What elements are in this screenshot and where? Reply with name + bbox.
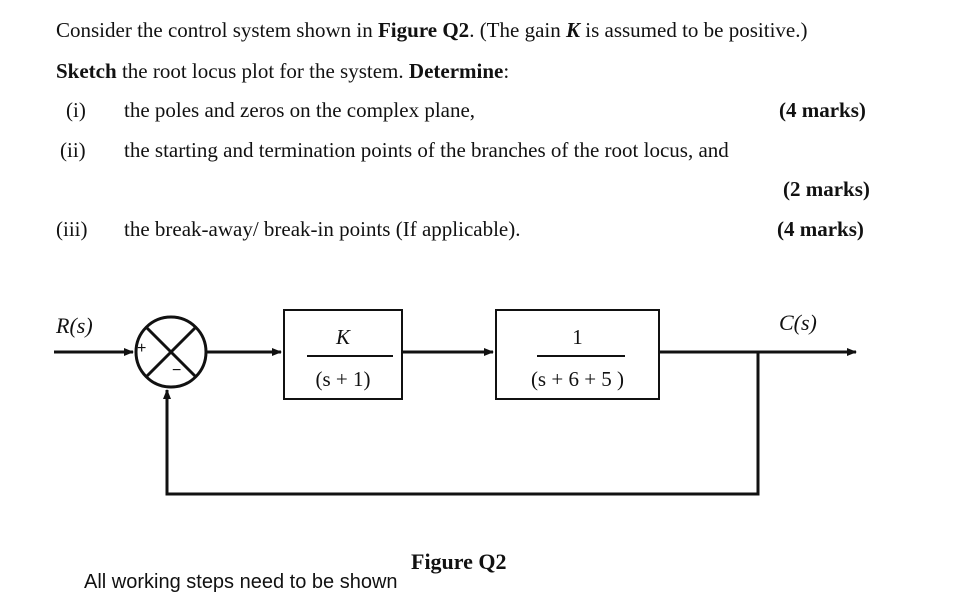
item-number: (iii) <box>56 217 88 241</box>
block2-denominator: (s + 6 + 5 ) <box>530 367 625 391</box>
intro-mid: . (The gain <box>469 18 566 42</box>
output-label: C(s) <box>779 310 817 335</box>
task-verb: Sketch <box>56 59 117 83</box>
intro-gain: K <box>565 18 580 42</box>
question-task: Sketch the root locus plot for the syste… <box>56 59 509 83</box>
figure-caption: Figure Q2 <box>411 549 507 574</box>
item-number: (ii) <box>60 138 86 162</box>
block1-fraction-bar <box>307 355 393 357</box>
task-mid: the root locus plot for the system. <box>116 59 409 83</box>
block2-fraction-bar <box>537 355 625 357</box>
item-text: the starting and termination points of t… <box>124 138 729 162</box>
feedback-wire <box>165 352 760 496</box>
item-marks: (4 marks) <box>779 98 866 122</box>
item-number: (i) <box>66 98 86 122</box>
block1-numerator: K <box>335 325 350 349</box>
item-marks: (2 marks) <box>783 177 870 201</box>
sum-minus-sign: − <box>172 362 182 379</box>
intro-suffix: is assumed to be positive.) <box>580 18 808 42</box>
sum-plus-sign: + <box>137 340 147 357</box>
input-label: R(s) <box>56 313 93 338</box>
intro-prefix: Consider the control system shown in <box>56 18 378 42</box>
task-determine: Determine <box>408 59 504 83</box>
block2-numerator: 1 <box>572 325 583 349</box>
summing-junction <box>134 315 208 389</box>
transfer-block-2: 1 (s + 6 + 5 ) <box>495 309 660 400</box>
intro-figure-ref: Figure Q2 <box>377 18 470 42</box>
transfer-block-1: K (s + 1) <box>283 309 403 400</box>
working-steps-note: All working steps need to be shown <box>84 571 398 593</box>
task-colon: : <box>503 59 510 83</box>
block1-denominator: (s + 1) <box>315 367 371 391</box>
item-text: the poles and zeros on the complex plane… <box>124 98 476 122</box>
question-intro: Consider the control system shown in Fig… <box>56 18 807 42</box>
item-marks: (4 marks) <box>777 217 864 241</box>
item-text: the break-away/ break-in points (If appl… <box>124 217 521 241</box>
